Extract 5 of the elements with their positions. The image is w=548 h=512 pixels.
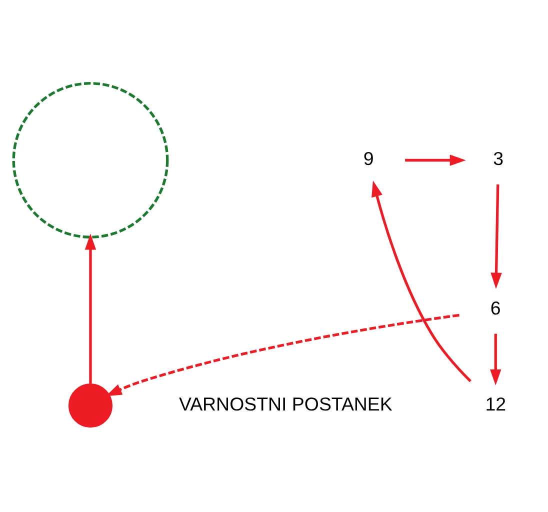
node-text: 12 [485, 393, 506, 414]
node-text: 6 [490, 296, 501, 318]
node-text: 9 [363, 148, 374, 169]
node-label: VARNOSTNI POSTANEK [179, 393, 392, 414]
node-text: 3 [493, 148, 504, 169]
